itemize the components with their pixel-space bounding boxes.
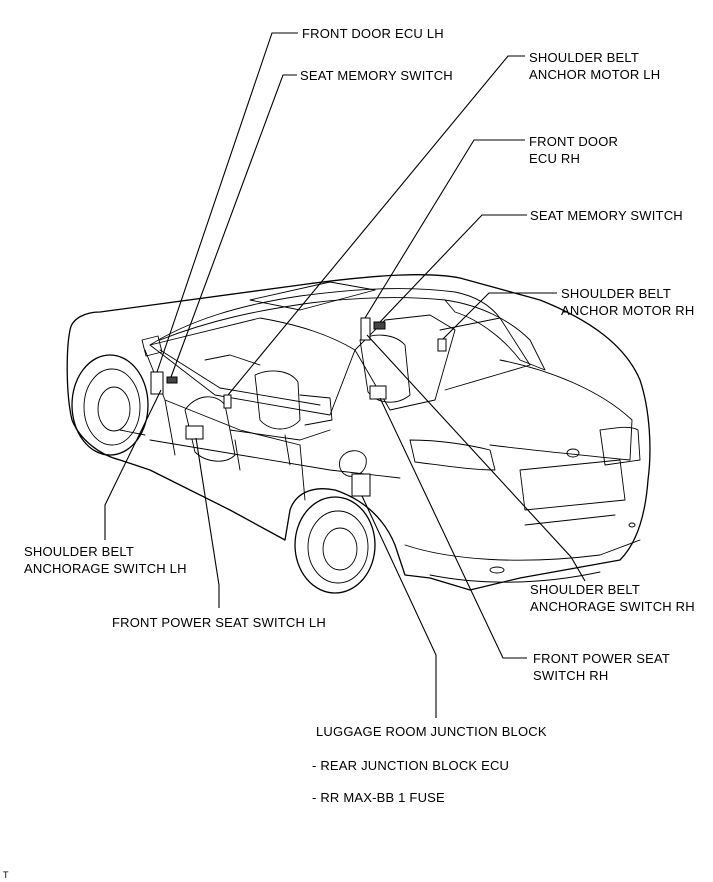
- label-rr-max-bb-1-fuse: - RR MAX-BB 1 FUSE: [312, 790, 445, 805]
- label-seat-memory-switch-lh: SEAT MEMORY SWITCH: [300, 68, 453, 83]
- label-shoulder-belt-anchor-motor-rh-line1: SHOULDER BELT: [561, 286, 671, 301]
- label-front-door-ecu-rh-line2: ECU RH: [529, 151, 580, 166]
- seat-memory-switch-rh-marker: [373, 321, 386, 330]
- seat-memory-switch-lh-marker: [166, 376, 178, 384]
- label-front-power-seat-switch-rh-line2: SWITCH RH: [533, 668, 608, 683]
- label-shoulder-belt-anchorage-switch-rh-line1: SHOULDER BELT: [530, 582, 640, 597]
- corner-mark: T: [3, 870, 9, 880]
- label-front-power-seat-switch-lh: FRONT POWER SEAT SWITCH LH: [112, 615, 326, 630]
- vehicle-illustration: [66, 274, 651, 594]
- label-seat-memory-switch-rh: SEAT MEMORY SWITCH: [530, 208, 683, 223]
- shoulder-belt-anchor-motor-rh-marker: [437, 338, 447, 352]
- label-rear-junction-block-ecu: - REAR JUNCTION BLOCK ECU: [312, 758, 509, 773]
- label-shoulder-belt-anchorage-switch-rh-line2: ANCHORAGE SWITCH RH: [530, 599, 695, 614]
- label-shoulder-belt-anchorage-switch-lh-line1: SHOULDER BELT: [24, 544, 134, 559]
- front-power-seat-switch-lh-marker: [185, 425, 204, 440]
- callout-labels: FRONT DOOR ECU LH SEAT MEMORY SWITCH SHO…: [3, 26, 695, 880]
- label-shoulder-belt-anchor-motor-rh-line2: ANCHOR MOTOR RH: [561, 303, 694, 318]
- label-front-door-ecu-rh-line1: FRONT DOOR: [529, 134, 618, 149]
- label-shoulder-belt-anchorage-switch-lh-line2: ANCHORAGE SWITCH LH: [24, 561, 187, 576]
- label-shoulder-belt-anchor-motor-lh-line2: ANCHOR MOTOR LH: [529, 67, 660, 82]
- shoulder-belt-anchor-motor-lh-marker: [223, 394, 232, 409]
- label-front-power-seat-switch-rh-line1: FRONT POWER SEAT: [533, 651, 670, 666]
- label-luggage-room-junction-block: LUGGAGE ROOM JUNCTION BLOCK: [316, 724, 547, 739]
- label-shoulder-belt-anchor-motor-lh-line1: SHOULDER BELT: [529, 50, 639, 65]
- label-front-door-ecu-lh: FRONT DOOR ECU LH: [302, 26, 444, 41]
- luggage-room-junction-block-marker: [351, 473, 371, 497]
- front-power-seat-switch-rh-marker: [369, 385, 387, 400]
- leader-lines: [104, 32, 586, 718]
